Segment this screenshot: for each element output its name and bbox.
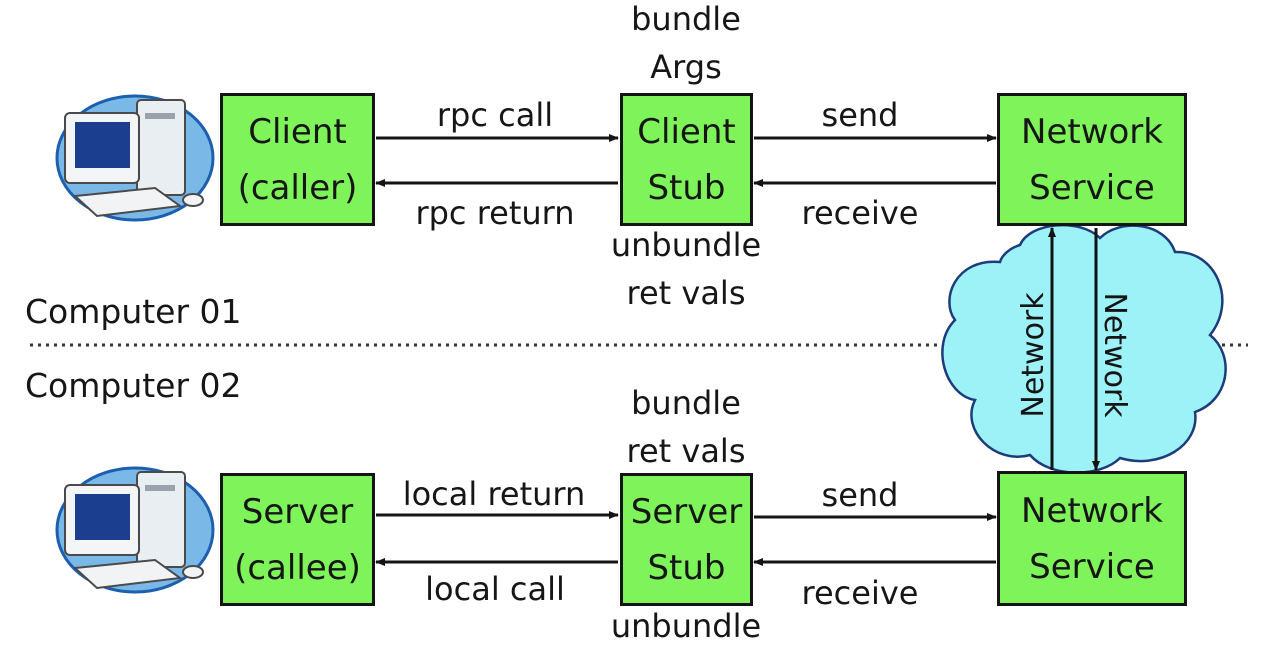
receive-label-top: receive [801,194,919,232]
network-service-bottom-line1: Network [1021,490,1163,531]
rpc-call-label: rpc call [436,96,554,134]
local-call-label: local call [425,570,565,608]
client-stub-line2: Stub [647,167,726,208]
bundle-args-line2: Args [650,48,722,86]
computer-02-label: Computer 02 [25,366,242,405]
network-service-top-line1: Network [1021,111,1163,152]
network-service-box-bottom: Network Service [997,471,1187,606]
network-service-box-top: Network Service [997,93,1187,226]
client-box-line1: Client [248,111,347,152]
network-label-left: Network [1016,292,1051,418]
local-return-label: local return [402,475,586,513]
desktop-computer-icon [55,94,215,222]
computer-01-label: Computer 01 [25,292,242,331]
receive-label-bottom: receive [801,574,919,612]
send-label-bottom: send [821,476,899,514]
network-service-top-line2: Service [1029,167,1155,208]
client-caller-box: Client (caller) [220,93,375,226]
unbundle-ret-vals-line2: ret vals [626,274,746,312]
server-box-line2: (callee) [234,547,361,588]
client-stub-line1: Client [637,111,736,152]
send-label-top: send [821,96,899,134]
bundle-ret-vals-line2: ret vals [626,432,746,470]
unbundle-ret-vals-line1: unbundle [610,226,762,264]
server-callee-box: Server (callee) [220,473,375,606]
network-cloud-icon [941,223,1227,474]
network-label-right: Network [1097,292,1132,418]
bundle-ret-vals-line1: bundle [631,384,741,422]
client-box-line2: (caller) [237,167,358,208]
server-stub-line1: Server [630,491,743,532]
server-box-line1: Server [241,491,354,532]
bundle-args-line1: bundle [631,0,741,38]
client-stub-box: Client Stub [620,93,753,226]
rpc-return-label: rpc return [415,194,575,232]
desktop-computer-icon [55,466,215,594]
server-stub-box: Server Stub [620,473,753,606]
network-service-bottom-line2: Service [1029,546,1155,587]
server-stub-line2: Stub [647,547,726,588]
unbundle-label-bottom: unbundle [610,607,762,645]
